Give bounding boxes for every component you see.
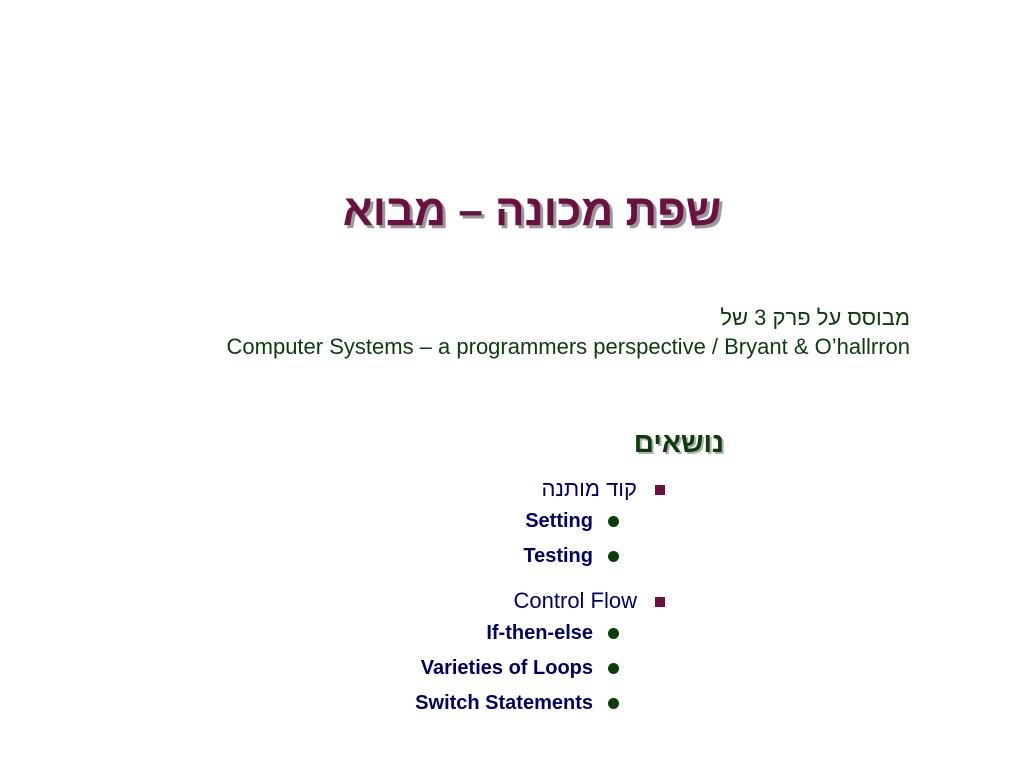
subtopic-item: Varieties of Loops — [49, 653, 669, 688]
round-bullet-icon — [608, 516, 619, 527]
subtopic-label: Testing — [523, 545, 593, 567]
subtopic-label: Switch Statements — [415, 692, 593, 714]
subtopic-label: Setting — [525, 510, 593, 532]
subtopic-label: If-then-else — [486, 622, 593, 644]
topic-label: Control Flow — [513, 588, 637, 613]
round-bullet-icon — [608, 551, 619, 562]
topics-heading: נושאים — [633, 427, 724, 458]
topic-item: קוד מותנה — [49, 474, 669, 506]
round-bullet-icon — [608, 698, 619, 709]
subtopic-item: Setting — [49, 506, 669, 541]
topic-item: Control Flow — [49, 586, 669, 618]
subtopic-label: Varieties of Loops — [420, 657, 593, 679]
slide-title: שפת מכונה – מבוא — [342, 186, 722, 235]
round-bullet-icon — [608, 628, 619, 639]
subtitle-english: Computer Systems – a programmers perspec… — [226, 334, 910, 359]
subtopic-item: Switch Statements — [49, 688, 669, 723]
topic-label: קוד מותנה — [541, 476, 637, 501]
topics-list: קוד מותנה Setting Testing Control Flow I… — [49, 474, 669, 723]
square-bullet-icon — [655, 485, 665, 495]
round-bullet-icon — [608, 663, 619, 674]
subtopic-item: If-then-else — [49, 618, 669, 653]
subtopic-item: Testing — [49, 541, 669, 576]
square-bullet-icon — [655, 597, 665, 607]
subtitle-hebrew: מבוסס על פרק 3 של — [720, 305, 910, 330]
subtitle: מבוסס על פרק 3 של Computer Systems – a p… — [227, 303, 910, 361]
